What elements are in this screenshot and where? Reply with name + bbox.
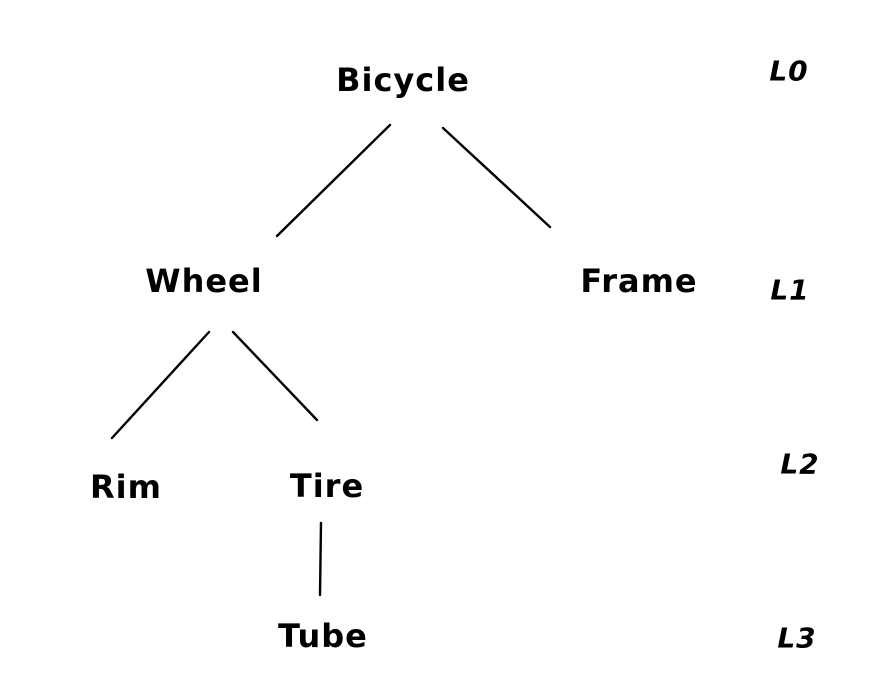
edge-tire-tube [318, 521, 323, 597]
edge-bicycle-frame [441, 126, 552, 229]
edge-wheel-rim [110, 330, 211, 440]
level-label-l0: L0 [769, 54, 809, 88]
node-tube: Tube [278, 617, 368, 655]
node-rim: Rim [90, 468, 162, 506]
node-wheel: Wheel [145, 262, 263, 300]
edge-bicycle-wheel [275, 123, 392, 238]
edge-wheel-tire [231, 330, 319, 422]
level-label-l3: L3 [777, 621, 817, 655]
node-frame: Frame [580, 262, 698, 300]
node-tire: Tire [289, 467, 365, 505]
node-bicycle: Bicycle [336, 61, 470, 99]
level-label-l1: L1 [770, 273, 810, 307]
level-label-l2: L2 [780, 447, 820, 481]
